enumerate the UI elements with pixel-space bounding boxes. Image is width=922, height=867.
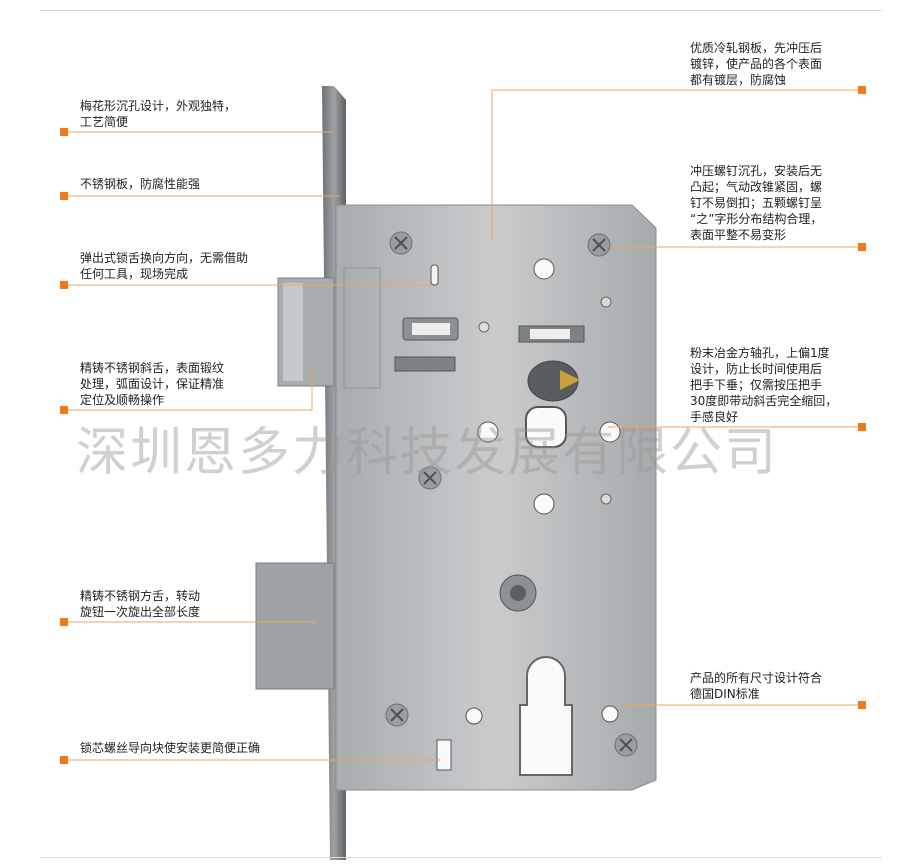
note-stamped-screw-holes: 冲压螺钉沉孔，安装后无 凸起；气动改锥紧固，螺 钉不易倒扣；五颗螺钉呈 “之”字… xyxy=(690,164,823,242)
cylinder-cutout xyxy=(519,656,573,776)
top-divider xyxy=(40,10,882,11)
spindle-hole xyxy=(525,406,567,448)
note-cold-rolled-steel: 优质冷轧钢板，先冲压后 镀锌，使产品的各个表面 都有镀层，防腐蚀 xyxy=(690,41,823,87)
company-watermark: 深圳恩多力科技发展有限公司 xyxy=(76,423,779,483)
screw-middle xyxy=(418,466,442,490)
screw-top-left xyxy=(389,231,413,255)
screw-bottom-left xyxy=(385,703,409,727)
note-latch-bolt: 精铸不锈钢斜舌，表面锻纹 处理，弧面设计，保证精准 定位及顺畅操作 xyxy=(80,361,225,407)
note-reversible-latch: 弹出式锁舌换向方向，无需借助 任何工具，现场完成 xyxy=(80,251,249,281)
dead-bolt xyxy=(255,562,335,690)
note-quincunx-countersink: 梅花形沉孔设计，外观独特， 工艺简便 xyxy=(80,99,237,129)
screw-bottom-right xyxy=(614,733,638,757)
note-dead-bolt: 精铸不锈钢方舌，转动 旋钮一次旋出全部长度 xyxy=(80,589,201,619)
note-cylinder-guide: 锁芯螺丝导向块使安装更简便正确 xyxy=(80,741,261,755)
note-stainless-plate: 不锈钢板，防腐性能强 xyxy=(80,177,201,191)
screw-top-right xyxy=(587,233,611,257)
bottom-divider xyxy=(40,857,882,858)
note-spindle-hole: 粉末冶金方轴孔，上偏1度 设计，防止长时间使用后 把手下垂；仅需按压把手 30度… xyxy=(690,346,838,424)
note-din-standard: 产品的所有尺寸设计符合 德国DIN标准 xyxy=(690,671,823,701)
